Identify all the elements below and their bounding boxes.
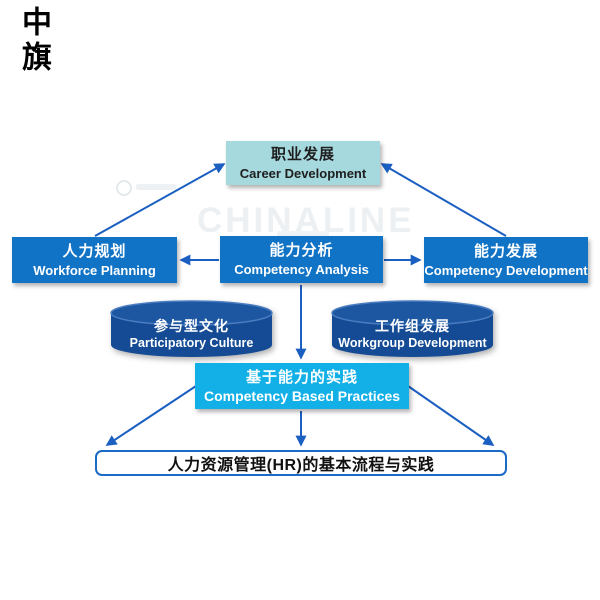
- watermark-seal-icon: [116, 178, 180, 196]
- node-competency-analysis: 能力分析 Competency Analysis: [220, 236, 383, 283]
- watermark-text-bar: [136, 184, 176, 190]
- node-workforce-planning-zh: 人力规划: [62, 242, 127, 260]
- node-career-development-zh: 职业发展: [270, 145, 335, 163]
- node-workforce-planning: 人力规划 Workforce Planning: [12, 237, 177, 283]
- node-hr-foundation: 人力资源管理(HR)的基本流程与实践: [95, 450, 507, 476]
- watermark-subtext-bar: [277, 231, 329, 237]
- node-competency-development: 能力发展 Competency Development: [424, 237, 588, 283]
- node-participatory-culture: 参与型文化 Participatory Culture: [110, 300, 273, 358]
- cylinder-label: 参与型文化 Participatory Culture: [110, 317, 273, 351]
- node-competency-analysis-zh: 能力分析: [269, 242, 334, 259]
- cylinder-shape: [110, 300, 273, 357]
- node-career-development-en: Career Development: [239, 165, 367, 181]
- node-competency-based-practices-zh: 基于能力的实践: [245, 368, 358, 386]
- arrow-development-to-career: [380, 163, 507, 237]
- node-workforce-planning-en: Workforce Planning: [33, 262, 156, 278]
- node-workgroup-development: 工作组发展 Workgroup Development: [331, 300, 494, 358]
- company-logo: 中旗: [17, 6, 50, 76]
- watermark-ring-icon: [116, 180, 132, 196]
- node-competency-development-zh: 能力发展: [473, 242, 538, 260]
- node-competency-based-practices: 基于能力的实践 Competency Based Practices: [195, 363, 409, 409]
- cylinder-label: 工作组发展 Workgroup Development: [331, 317, 494, 351]
- node-career-development: 职业发展 Career Development: [226, 141, 380, 185]
- node-competency-based-practices-en: Competency Based Practices: [203, 387, 401, 404]
- node-workgroup-development-zh: 工作组发展: [375, 318, 450, 334]
- node-competency-development-en: Competency Development: [424, 262, 588, 278]
- node-competency-analysis-en: Competency Analysis: [234, 262, 369, 277]
- node-participatory-culture-en: Participatory Culture: [129, 336, 254, 350]
- node-hr-foundation-zh: 人力资源管理(HR)的基本流程与实践: [167, 457, 435, 474]
- cylinder-shape: [331, 300, 494, 357]
- arrow-practices-to-foundation-left: [105, 385, 197, 446]
- arrow-workforce-to-career: [94, 163, 226, 237]
- arrow-practices-to-foundation-right: [407, 385, 495, 446]
- node-participatory-culture-zh: 参与型文化: [154, 318, 229, 334]
- node-workgroup-development-en: Workgroup Development: [338, 336, 487, 350]
